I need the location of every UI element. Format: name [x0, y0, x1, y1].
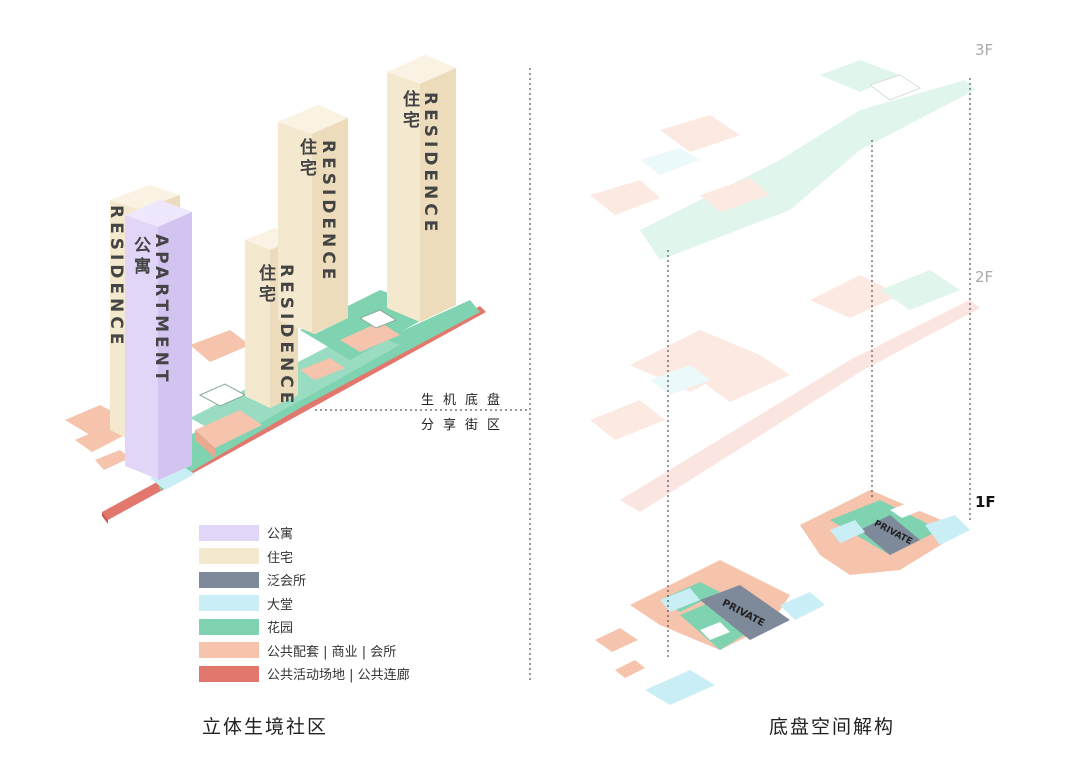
tower-residence-right [387, 55, 456, 322]
legend-label: 公共活动场地 | 公共连廊 [267, 668, 410, 684]
legend-label: 住宅 [267, 550, 294, 566]
tower-label-residence-back: RESIDENCE [318, 140, 338, 284]
caption-right: 底盘空间解构 [769, 716, 896, 738]
legend-item: 花园 [199, 615, 410, 639]
legend-swatch [199, 642, 259, 659]
floor-label-2f: 2F [975, 268, 994, 286]
legend-item: 公共活动场地 | 公共连廊 [199, 662, 410, 686]
legend-label: 公共配套 | 商业 | 会所 [267, 644, 397, 660]
legend-label: 泛会所 [267, 574, 307, 590]
legend-swatch [199, 665, 259, 682]
floor-1f-right [800, 490, 970, 575]
legend-label: 花园 [267, 621, 294, 637]
street-label-line1: 生机底盘 [421, 393, 510, 408]
legend-swatch [199, 524, 259, 541]
legend-swatch [199, 571, 259, 588]
tower-label-residence-back-cn: 住宅 [296, 138, 316, 180]
floor-3f-plate [590, 60, 975, 260]
street-label-line2: 分享街区 [421, 418, 510, 433]
tower-label-apartment: APARTMENT [151, 234, 171, 386]
tower-label-residence-right: RESIDENCE [420, 92, 440, 236]
tower-residence-back [278, 105, 348, 334]
legend-label: 公寓 [267, 527, 294, 543]
legend-item: 公寓 [199, 521, 410, 545]
tower-label-residence-mid-cn: 住宅 [255, 264, 275, 306]
legend-item: 住宅 [199, 545, 410, 569]
tower-label-residence-right-cn: 住宅 [399, 90, 419, 132]
legend-label: 大堂 [267, 597, 294, 613]
tower-label-residence-left: RESIDENCE [106, 205, 126, 349]
tower-label-apartment-cn: 公寓 [130, 236, 150, 278]
legend-item: 泛会所 [199, 568, 410, 592]
caption-left: 立体生境社区 [202, 716, 329, 738]
floor-2f-plate [590, 270, 980, 512]
floor-1f-left [595, 560, 825, 705]
legend-swatch [199, 548, 259, 565]
tower-apartment [125, 200, 192, 480]
legend-swatch [199, 618, 259, 635]
floor-label-3f: 3F [975, 41, 994, 59]
legend-swatch [199, 595, 259, 612]
legend-item: 公共配套 | 商业 | 会所 [199, 639, 410, 663]
floor-label-1f: 1F [975, 493, 996, 511]
tower-label-residence-mid: RESIDENCE [276, 264, 296, 408]
legend: 公寓住宅泛会所大堂花园公共配套 | 商业 | 会所公共活动场地 | 公共连廊 [199, 521, 410, 686]
legend-item: 大堂 [199, 592, 410, 616]
